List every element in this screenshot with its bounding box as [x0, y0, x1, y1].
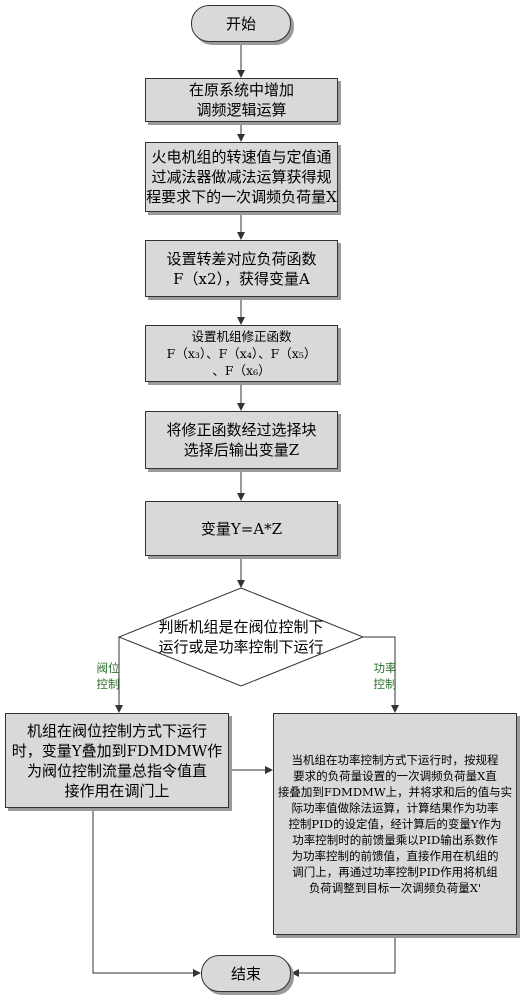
valve-control-text: 机组在阀位控制方式下运行 时，变量Y叠加到FDMDMW作 为阀位控制流量总指令值… — [11, 721, 223, 800]
step-set-function: 设置转差对应负荷函数 F（x2），获得变量A — [145, 240, 338, 297]
step-subtract-speed-text: 火电机组的转速值与定值通 过减法器做减法运算获得规 程要求下的一次调频负荷量X — [146, 148, 337, 206]
step-correction-functions-text: 设置机组修正函数 F（x₃）、F（x₄）、F（x₅） 、F（x₆） — [166, 329, 317, 378]
step-select-block: 将修正函数经过选择块 选择后输出变量Z — [145, 411, 338, 469]
step-subtract-speed: 火电机组的转速值与定值通 过减法器做减法运算获得规 程要求下的一次调频负荷量X — [145, 142, 338, 212]
valve-control-box: 机组在阀位控制方式下运行 时，变量Y叠加到FDMDMW作 为阀位控制流量总指令值… — [5, 713, 229, 808]
decision-diamond — [117, 587, 365, 687]
step-variable-y: 变量Y=A*Z — [145, 501, 338, 556]
arrow-decision-to-power — [363, 636, 399, 713]
power-control-text: 当机组在功率控制方式下运行时，按规程 要求的负荷量设置的一次调频负荷量X直 接叠… — [277, 753, 513, 895]
branch-label-valve: 阀位 控制 — [96, 661, 120, 691]
step-add-logic: 在原系统中增加 调频逻辑运算 — [145, 78, 338, 122]
branch-label-power: 功率 控制 — [373, 661, 397, 691]
step-select-block-text: 将修正函数经过选择块 选择后输出变量Z — [166, 421, 317, 459]
decision-text: 判断机组是在阀位控制下 运行或是功率控制下运行 — [158, 618, 324, 656]
end-label: 结束 — [230, 964, 261, 983]
power-control-box: 当机组在功率控制方式下运行时，按规程 要求的负荷量设置的一次调频负荷量X直 接叠… — [273, 713, 517, 935]
end-node: 结束 — [201, 955, 291, 992]
start-label: 开始 — [225, 14, 256, 33]
arrow-power-to-end — [291, 935, 396, 977]
step-set-function-text: 设置转差对应负荷函数 F（x2），获得变量A — [166, 249, 317, 288]
step-correction-functions: 设置机组修正函数 F（x₃）、F（x₄）、F（x₅） 、F（x₆） — [145, 325, 338, 382]
start-node: 开始 — [191, 5, 291, 42]
step-variable-y-text: 变量Y=A*Z — [200, 519, 283, 538]
arrow-valve-to-end — [92, 808, 201, 977]
step-add-logic-text: 在原系统中增加 调频逻辑运算 — [188, 81, 294, 119]
